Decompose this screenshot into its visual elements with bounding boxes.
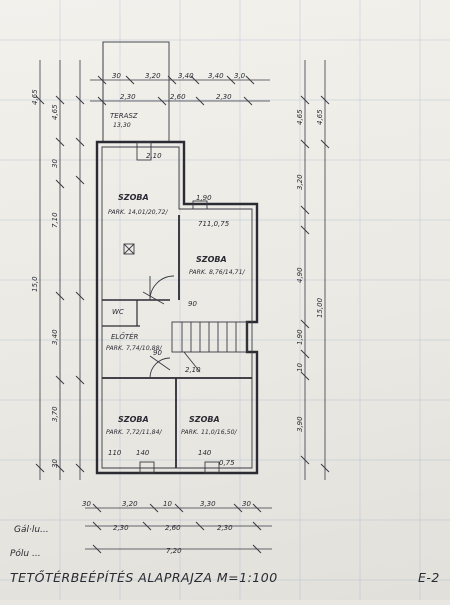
room2-label: SZOBA bbox=[196, 255, 227, 264]
drawing-title: TETŐTÉRBEÉPÍTÉS ALAPRAJZA M=1:100 bbox=[10, 570, 278, 585]
dim-left-a: 4,65 bbox=[31, 89, 39, 105]
dim-bottom-2: 3,20 bbox=[122, 500, 138, 508]
dim-bottom-4: 3,30 bbox=[200, 500, 216, 508]
room2-area: PARK. 8,76/14,71/ bbox=[189, 269, 246, 276]
dim-right-a: 4,65 bbox=[316, 109, 324, 125]
dim-top-3: 3,40 bbox=[178, 72, 194, 80]
door-dim-room3: 140 bbox=[136, 449, 150, 457]
dim-left-g: 3,70 bbox=[51, 406, 59, 422]
dim-bottom-7: 2,60 bbox=[165, 524, 181, 532]
signature-line-2: Pólu ... bbox=[10, 548, 41, 559]
dim-top-4: 3,40 bbox=[208, 72, 224, 80]
terrace-area: 13,30 bbox=[113, 122, 131, 129]
sheet-number: E-2 bbox=[418, 570, 440, 585]
room2-window-top: 1,90 bbox=[196, 194, 212, 202]
bottom-dimensions: 30 3,20 10 3,30 30 2,30 2,60 2,30 7,20 bbox=[82, 500, 272, 555]
dim-right-d: 3,20 bbox=[296, 174, 304, 190]
dim-left-h: 30 bbox=[51, 459, 59, 468]
dim-top-6: 2,30 bbox=[120, 93, 136, 101]
dim-left-c: 4,65 bbox=[51, 104, 59, 120]
terrace-door-dim: 2,10 bbox=[146, 152, 162, 160]
dim-left-e: 7,10 bbox=[51, 212, 59, 228]
dim-top-8: 2,30 bbox=[216, 93, 232, 101]
room4-label: SZOBA bbox=[189, 415, 220, 424]
hall-label: ELŐTÉR bbox=[111, 332, 139, 341]
door-dim-room3b: 110 bbox=[108, 449, 122, 457]
dim-right-f: 1,90 bbox=[296, 329, 304, 345]
dim-right-h: 3,90 bbox=[296, 416, 304, 432]
stair-dim-1: 90 bbox=[188, 300, 197, 308]
room1-area: PARK. 14,01/20,72/ bbox=[108, 209, 168, 216]
dim-top-7: 2,60 bbox=[170, 93, 186, 101]
dim-top-5: 3,0 bbox=[234, 72, 246, 80]
signature: Gál·lu... Pólu ... bbox=[10, 525, 49, 559]
wc-label: WC bbox=[112, 308, 124, 316]
room-labels: TERASZ 13,30 2,10 SZOBA PARK. 14,01/20,7… bbox=[106, 112, 246, 467]
dim-top-2: 3,20 bbox=[145, 72, 161, 80]
room4-window: 0,75 bbox=[219, 459, 235, 467]
walls bbox=[95, 41, 259, 475]
room1-label: SZOBA bbox=[118, 193, 149, 202]
signature-line-1: Gál·lu... bbox=[14, 525, 49, 535]
stair-dim-3: 90 bbox=[153, 349, 162, 357]
dim-left-f: 3,40 bbox=[51, 329, 59, 345]
dim-bottom-total: 7,20 bbox=[166, 547, 182, 555]
dim-bottom-3: 10 bbox=[163, 500, 172, 508]
dim-bottom-6: 2,30 bbox=[113, 524, 129, 532]
room4-area: PARK. 11,0/16,50/ bbox=[181, 429, 238, 436]
dim-bottom-1: 30 bbox=[82, 500, 91, 508]
room3-label: SZOBA bbox=[118, 415, 149, 424]
dim-right-g: 10 bbox=[296, 363, 304, 372]
dim-bottom-5: 30 bbox=[242, 500, 251, 508]
dim-bottom-8: 2,30 bbox=[217, 524, 233, 532]
room2-window: 711,0,75 bbox=[198, 220, 230, 228]
dim-left-d: 30 bbox=[51, 159, 59, 168]
dim-top-1: 30 bbox=[112, 72, 121, 80]
dim-right-b: 15,00 bbox=[316, 297, 324, 318]
left-dimensions: 4,65 15,0 4,65 30 7,10 3,40 3,70 30 bbox=[31, 60, 85, 480]
hall-area: PARK. 7,74/10,88/ bbox=[106, 345, 163, 352]
door-dim-room4a: 140 bbox=[198, 449, 212, 457]
dim-left-b: 15,0 bbox=[31, 276, 39, 292]
dim-right-e: 4,90 bbox=[296, 267, 304, 283]
room3-area: PARK. 7,72/11,84/ bbox=[106, 429, 163, 436]
dim-right-c: 4,65 bbox=[296, 109, 304, 125]
top-dimensions: 30 3,20 3,40 3,40 3,0 2,30 2,60 2,30 bbox=[90, 72, 270, 106]
right-dimensions: 4,65 15,00 4,65 3,20 4,90 1,90 10 3,90 bbox=[296, 60, 330, 480]
stair-dim-2: 2,10 bbox=[185, 366, 201, 374]
terrace-label: TERASZ bbox=[110, 112, 138, 120]
